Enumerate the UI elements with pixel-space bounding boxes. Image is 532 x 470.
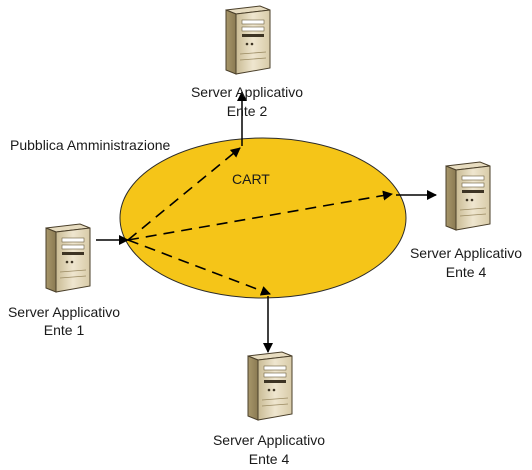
cart-network-ellipse (119, 137, 407, 299)
server-ente4-right-label-line2: Ente 4 (446, 264, 487, 280)
dashed-arrow-to-ente4-bottom (127, 239, 271, 296)
server-ente4-bottom-label-line2: Ente 4 (249, 451, 290, 467)
server-tower-icon (247, 351, 293, 421)
server-ente4-bottom-label-line1: Server Applicativo (213, 432, 325, 448)
server-ente2-label-line1: Server Applicativo (191, 84, 303, 100)
network-label: CART (232, 171, 270, 187)
server-ente1-label-line2: Ente 1 (44, 322, 85, 338)
dashed-arrow-to-ente2 (127, 147, 241, 241)
server-tower-icon (45, 223, 91, 293)
server-ente4-right-label-line1: Server Applicativo (410, 245, 522, 261)
server-tower-icon (225, 5, 271, 75)
dashed-arrow-to-ente4-right (127, 190, 393, 241)
server-tower-icon (445, 161, 491, 231)
area-label: Pubblica Amministrazione (10, 137, 171, 153)
server-ente2-label-line2: Ente 2 (227, 103, 268, 119)
server-ente1-label-line1: Server Applicativo (8, 304, 120, 320)
